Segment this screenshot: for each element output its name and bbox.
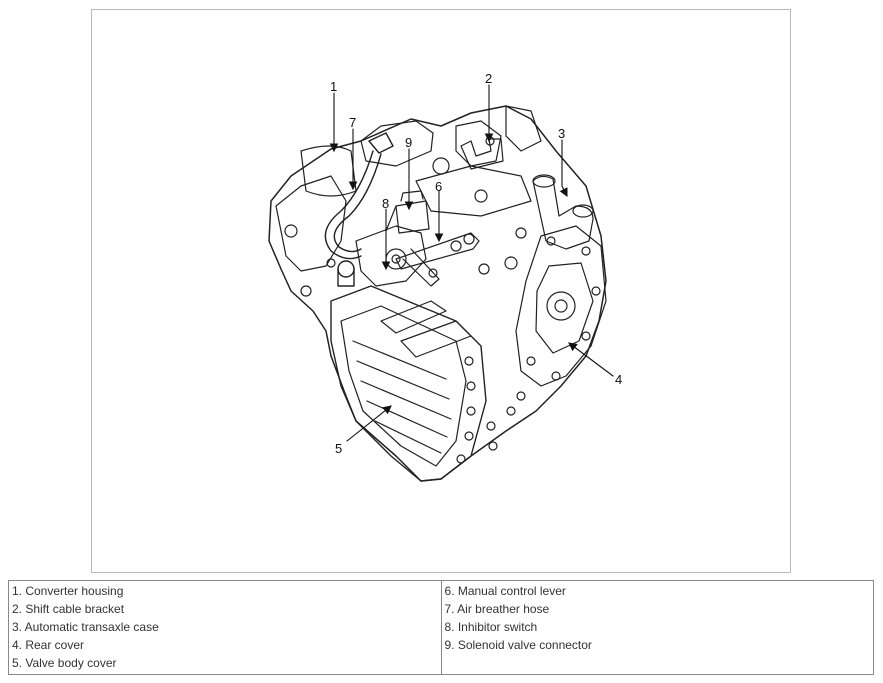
diagram-frame: 1 2 3 4 5 6 7 8 9 (91, 9, 791, 573)
callout-9: 9 (405, 135, 412, 150)
callout-labels: 1 2 3 4 5 6 7 8 9 (330, 71, 622, 456)
legend-item: 1. Converter housing (12, 584, 124, 598)
air-breather-hose (324, 132, 394, 287)
legend-item: 4. Rear cover (12, 638, 85, 652)
manual-control-lever (395, 232, 480, 287)
callout-4: 4 (615, 372, 622, 387)
parts-legend-table: 1. Converter housing 2. Shift cable brac… (8, 580, 874, 675)
callout-5: 5 (335, 441, 342, 456)
legend-column-left: 1. Converter housing 2. Shift cable brac… (8, 580, 442, 675)
legend-item: 2. Shift cable bracket (12, 602, 125, 616)
legend-item: 9. Solenoid valve connector (444, 638, 592, 652)
callout-2: 2 (485, 71, 492, 86)
callout-1: 1 (330, 79, 337, 94)
callout-7: 7 (349, 115, 356, 130)
callout-8: 8 (382, 196, 389, 211)
legend-column-right: 6. Manual control lever 7. Air breather … (440, 580, 874, 675)
transaxle-illustration: 1 2 3 4 5 6 7 8 9 (268, 71, 622, 482)
legend-item: 6. Manual control lever (444, 584, 566, 598)
valve-body-cover (330, 285, 498, 482)
rear-cover (506, 225, 607, 416)
legend-item: 5. Valve body cover (12, 656, 117, 670)
legend-item: 3. Automatic transaxle case (12, 620, 159, 634)
solenoid-valve-connector (385, 190, 430, 234)
transaxle-body (268, 105, 607, 482)
legend-item: 8. Inhibitor switch (444, 620, 538, 634)
transaxle-case-tube (532, 174, 594, 250)
legend-item: 7. Air breather hose (444, 602, 550, 616)
callout-6: 6 (435, 179, 442, 194)
inhibitor-switch (355, 225, 427, 287)
leader-lines (329, 84, 614, 442)
callout-3: 3 (558, 126, 565, 141)
